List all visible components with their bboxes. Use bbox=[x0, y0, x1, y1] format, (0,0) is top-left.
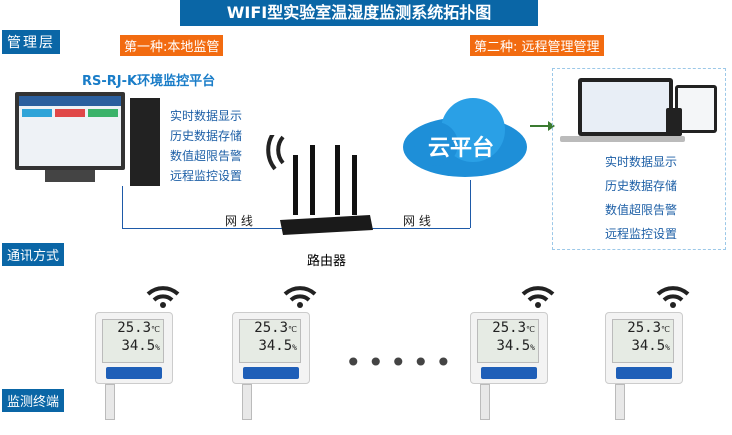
monitor-stand bbox=[45, 170, 95, 182]
layer-communication: 通讯方式 bbox=[2, 243, 65, 266]
layer-management: 管理层 bbox=[2, 30, 60, 54]
wifi-icon bbox=[656, 286, 690, 308]
wire-label: 网 线 bbox=[225, 214, 253, 228]
temperature-value: 25.3 bbox=[627, 320, 662, 336]
device-keypad bbox=[481, 367, 537, 379]
device-keypad bbox=[616, 367, 672, 379]
sensor-probe bbox=[480, 384, 490, 420]
wifi-icon bbox=[283, 286, 317, 308]
monitor-icon bbox=[15, 92, 125, 170]
feature-item: 数值超限告警 bbox=[605, 203, 678, 217]
sensor-device: 25.3℃ 34.5% bbox=[470, 312, 548, 384]
mode-local: 第一种:本地监管 bbox=[120, 35, 224, 56]
tablet-icon bbox=[675, 85, 717, 133]
arrow-head-icon bbox=[548, 121, 555, 131]
remote-box bbox=[552, 68, 726, 250]
arrow-line bbox=[530, 125, 550, 127]
router-icon bbox=[266, 135, 373, 235]
diagram-title: WIFI型实验室温湿度监测系统拓扑图 bbox=[180, 0, 538, 26]
wire-label: 网 线 bbox=[403, 214, 431, 228]
pc-tower-icon bbox=[130, 98, 160, 186]
feature-item: 历史数据存储 bbox=[605, 179, 678, 193]
humidity-value: 34.5 bbox=[258, 338, 293, 354]
wire-line bbox=[470, 180, 471, 228]
wire-line bbox=[122, 186, 123, 228]
sensor-device: 25.3℃ 34.5% bbox=[95, 312, 173, 384]
hum-unit: % bbox=[292, 343, 297, 352]
temp-unit: ℃ bbox=[288, 325, 297, 334]
sensor-probe bbox=[615, 384, 625, 420]
temp-unit: ℃ bbox=[661, 325, 670, 334]
feature-item: 远程监控设置 bbox=[170, 169, 243, 183]
device-keypad bbox=[106, 367, 162, 379]
device-lcd: 25.3℃ 34.5% bbox=[239, 319, 301, 363]
humidity-value: 34.5 bbox=[496, 338, 531, 354]
temperature-value: 25.3 bbox=[254, 320, 289, 336]
platform-title: RS-RJ-K环境监控平台 bbox=[82, 74, 216, 89]
device-lcd: 25.3℃ 34.5% bbox=[477, 319, 539, 363]
laptop-base bbox=[560, 136, 685, 142]
sensor-probe bbox=[242, 384, 252, 420]
feature-item: 历史数据存储 bbox=[170, 129, 243, 143]
cloud-icon bbox=[403, 98, 527, 177]
phone-icon bbox=[666, 108, 682, 136]
sensor-device: 25.3℃ 34.5% bbox=[605, 312, 683, 384]
hum-unit: % bbox=[665, 343, 670, 352]
more-devices-ellipsis: ••••• bbox=[345, 346, 458, 379]
temp-unit: ℃ bbox=[526, 325, 535, 334]
hum-unit: % bbox=[155, 343, 160, 352]
router-label: 路由器 bbox=[307, 254, 347, 269]
temp-unit: ℃ bbox=[151, 325, 160, 334]
humidity-value: 34.5 bbox=[631, 338, 666, 354]
layer-terminal: 监测终端 bbox=[2, 389, 65, 412]
feature-item: 远程监控设置 bbox=[605, 227, 678, 241]
device-lcd: 25.3℃ 34.5% bbox=[102, 319, 164, 363]
cloud-label: 云平台 bbox=[428, 136, 495, 161]
wire-line bbox=[370, 228, 470, 229]
temperature-value: 25.3 bbox=[117, 320, 152, 336]
laptop-icon bbox=[578, 78, 673, 136]
hum-unit: % bbox=[530, 343, 535, 352]
mode-remote: 第二种: 远程管理管理 bbox=[470, 35, 604, 56]
sensor-probe bbox=[105, 384, 115, 420]
local-feature-list: 实时数据显示 历史数据存储 数值超限告警 远程监控设置 bbox=[170, 106, 242, 186]
device-keypad bbox=[243, 367, 299, 379]
remote-feature-list: 实时数据显示 历史数据存储 数值超限告警 远程监控设置 bbox=[605, 150, 677, 246]
feature-item: 实时数据显示 bbox=[170, 109, 243, 123]
temperature-value: 25.3 bbox=[492, 320, 527, 336]
wifi-icon bbox=[146, 286, 180, 308]
device-lcd: 25.3℃ 34.5% bbox=[612, 319, 674, 363]
wire-line bbox=[122, 228, 282, 229]
humidity-value: 34.5 bbox=[121, 338, 156, 354]
feature-item: 实时数据显示 bbox=[605, 155, 678, 169]
sensor-device: 25.3℃ 34.5% bbox=[232, 312, 310, 384]
feature-item: 数值超限告警 bbox=[170, 149, 243, 163]
wifi-icon bbox=[521, 286, 555, 308]
